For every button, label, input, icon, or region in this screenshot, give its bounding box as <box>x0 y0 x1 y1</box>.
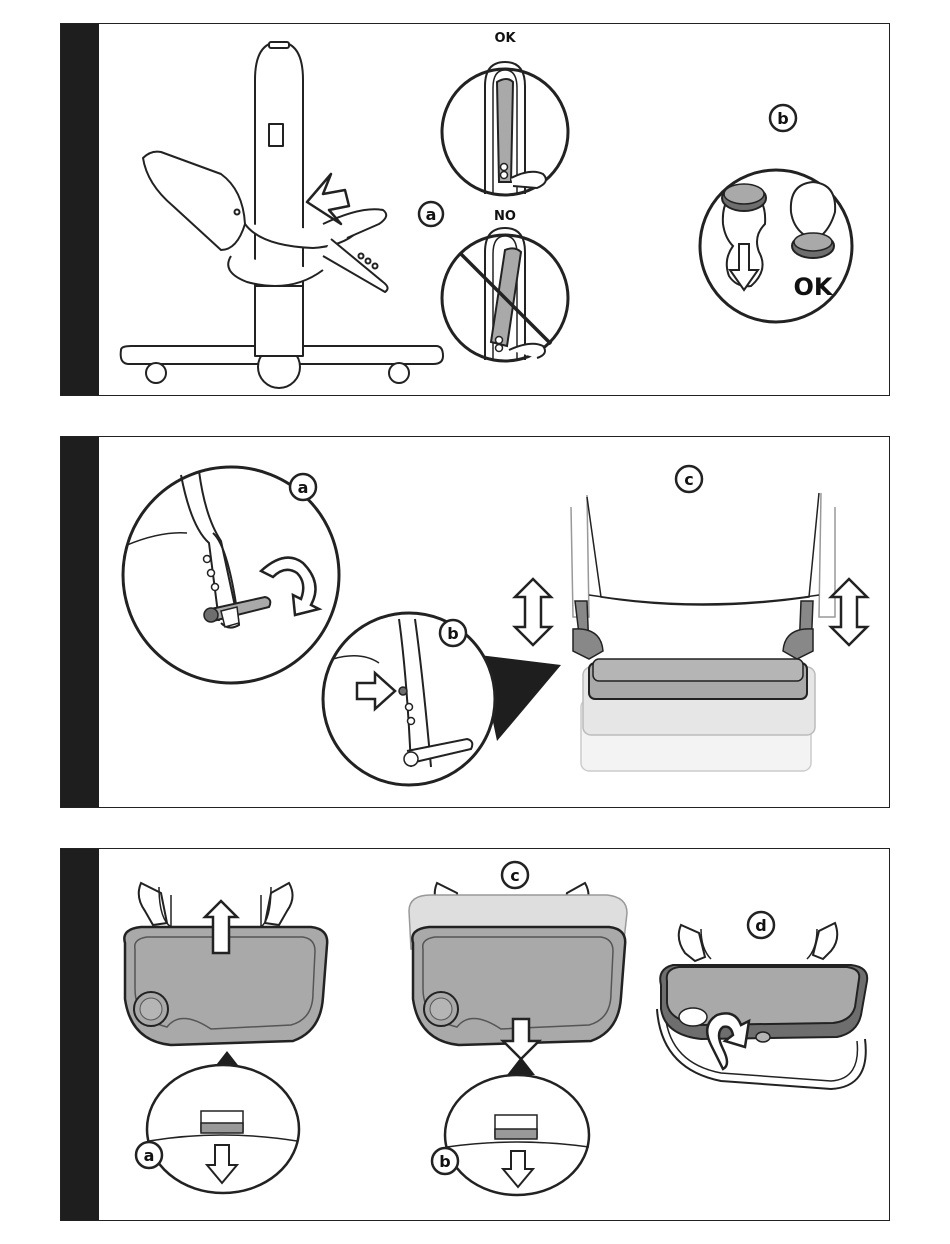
callout-b: b <box>440 620 466 646</box>
callout-a: a <box>290 474 316 500</box>
callout-b: b <box>432 1148 458 1174</box>
panel-3-illustration: a c b <box>61 849 891 1222</box>
footrest-button-detail-b <box>323 613 495 785</box>
callout-b-text: b <box>439 1152 450 1171</box>
callout-c: c <box>676 466 702 492</box>
callout-a-text: a <box>144 1146 155 1165</box>
tray-release-detail-b <box>445 1075 589 1195</box>
callout-a: a <box>419 202 443 226</box>
callout-c-text: c <box>510 866 519 885</box>
step-panel-2: a b <box>60 436 890 808</box>
no-label: NO <box>494 209 516 224</box>
ok-badge: OK <box>794 273 834 301</box>
highchair-side-view <box>121 42 443 388</box>
footrest-height-view-c <box>515 493 867 771</box>
ok-label: OK <box>494 31 516 46</box>
callout-b-text: b <box>777 109 788 128</box>
tray-adjust-view <box>409 883 627 1075</box>
ok-detail-circle <box>442 62 568 195</box>
callout-d: d <box>748 912 774 938</box>
callout-c: c <box>502 862 528 888</box>
callout-b: b <box>770 105 796 131</box>
tray-removal-view <box>124 883 327 1069</box>
panel-1-illustration: OK NO a b <box>61 24 891 397</box>
panel-2-illustration: a b <box>61 437 891 809</box>
tray-release-detail-a <box>147 1065 299 1193</box>
tray-tilted-view <box>657 923 867 1089</box>
callout-a: a <box>136 1142 162 1168</box>
lock-detail-circle: OK <box>700 170 852 322</box>
callout-c-text: c <box>684 470 693 489</box>
callout-b-text: b <box>447 624 458 643</box>
step-panel-1: OK NO a b <box>60 23 890 396</box>
callout-d-text: d <box>755 916 766 935</box>
callout-a-text: a <box>298 478 309 497</box>
no-detail-circle <box>442 228 568 361</box>
callout-a-text: a <box>426 205 437 224</box>
step-panel-3: a c b <box>60 848 890 1221</box>
